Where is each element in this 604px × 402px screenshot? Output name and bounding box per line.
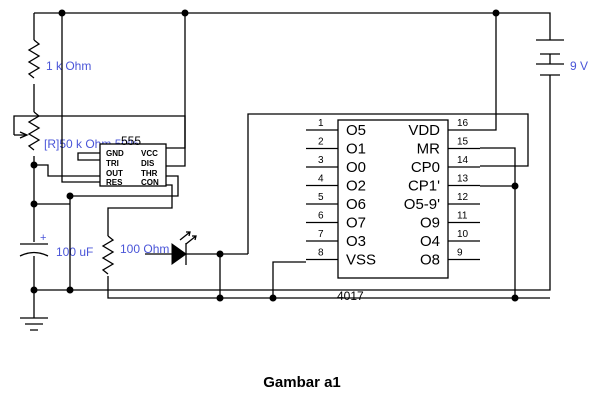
ic4017-pin-name: VDD [408, 122, 440, 139]
ic4017-pin-name: O1 [346, 141, 366, 158]
figure-caption: Gambar a1 [263, 374, 341, 391]
svg-text:RES: RES [106, 178, 123, 187]
ic4017-pin-name: O3 [346, 233, 366, 250]
ic4017-pin-number: 3 [318, 155, 324, 166]
ic4017-pin-name: O2 [346, 178, 366, 195]
ic4017-pin-number: 1 [318, 118, 324, 129]
svg-text:DIS: DIS [141, 159, 155, 168]
svg-text:VCC: VCC [141, 149, 158, 158]
potentiometer [27, 111, 41, 151]
ic4017-pin-number: 8 [318, 248, 324, 259]
ic4017-pin-number: 7 [318, 229, 324, 240]
svg-text:THR: THR [141, 169, 158, 178]
ic4017-pin-number: 9 [457, 248, 463, 259]
led-arrow [179, 231, 191, 241]
ic4017-pin-name: MR [417, 141, 440, 158]
ic4017-pin-number: 5 [318, 192, 324, 203]
ic4017-pin-name: O9 [420, 215, 440, 232]
ic4017-pin-number: 2 [318, 137, 324, 148]
resistor-1k [27, 39, 41, 79]
ic-4017 [337, 119, 449, 279]
ic4017-pin-number: 14 [457, 155, 469, 166]
svg-text:CON: CON [141, 178, 159, 187]
ic4017-pin-number: 15 [457, 137, 469, 148]
ground-symbol [20, 317, 48, 331]
circuit-schematic: 1 k Ohm [R]50 k Ohm 50% + 100 uF 9 V 555… [13, 9, 588, 331]
svg-text:GND: GND [106, 149, 124, 158]
ic4017-pin-name: VSS [346, 252, 376, 269]
ic555-title: 555 [121, 134, 141, 148]
svg-text:+: + [40, 232, 46, 244]
ic4017-pin-name: O7 [346, 215, 366, 232]
ic4017-pin-name: O4 [420, 233, 440, 250]
ic4017-pin-number: 12 [457, 192, 469, 203]
svg-text:OUT: OUT [106, 169, 123, 178]
ic4017-pin-name: O5-9' [404, 196, 440, 213]
led-arrow [185, 235, 197, 245]
ic4017-pin-number: 6 [318, 211, 324, 222]
ic4017-pin-name: O0 [346, 159, 366, 176]
battery-label: 9 V [570, 59, 588, 73]
resistor1-label: 1 k Ohm [46, 59, 91, 73]
ic4017-pin-name: O8 [420, 252, 440, 269]
ic4017-pin-number: 13 [457, 174, 469, 185]
ic4017-pin-number: 4 [318, 174, 324, 185]
bottom-rail-wire [70, 80, 551, 291]
ic4017-pin-name: O5 [346, 122, 366, 139]
led-diode [171, 243, 187, 265]
ic4017-pin-name: O6 [346, 196, 366, 213]
svg-text:TRI: TRI [106, 159, 119, 168]
resistor-100 [101, 235, 115, 275]
capacitor-plate-negative [19, 251, 49, 257]
ic4017-pin-number: 11 [457, 211, 468, 222]
top-rail-wire [34, 12, 551, 40]
ic4017-pin-name: CP1' [408, 178, 440, 195]
ic4017-pin-number: 10 [457, 229, 469, 240]
ic-555 [99, 143, 167, 187]
pot-wiper-arrow [19, 131, 29, 139]
capacitor-label: 100 uF [56, 245, 93, 259]
ic4017-pin-number: 16 [457, 118, 469, 129]
ic4017-pin-name: CP0 [411, 159, 440, 176]
ic4017-title: 4017 [337, 289, 364, 303]
resistor2-label: 100 Ohm [120, 242, 169, 256]
